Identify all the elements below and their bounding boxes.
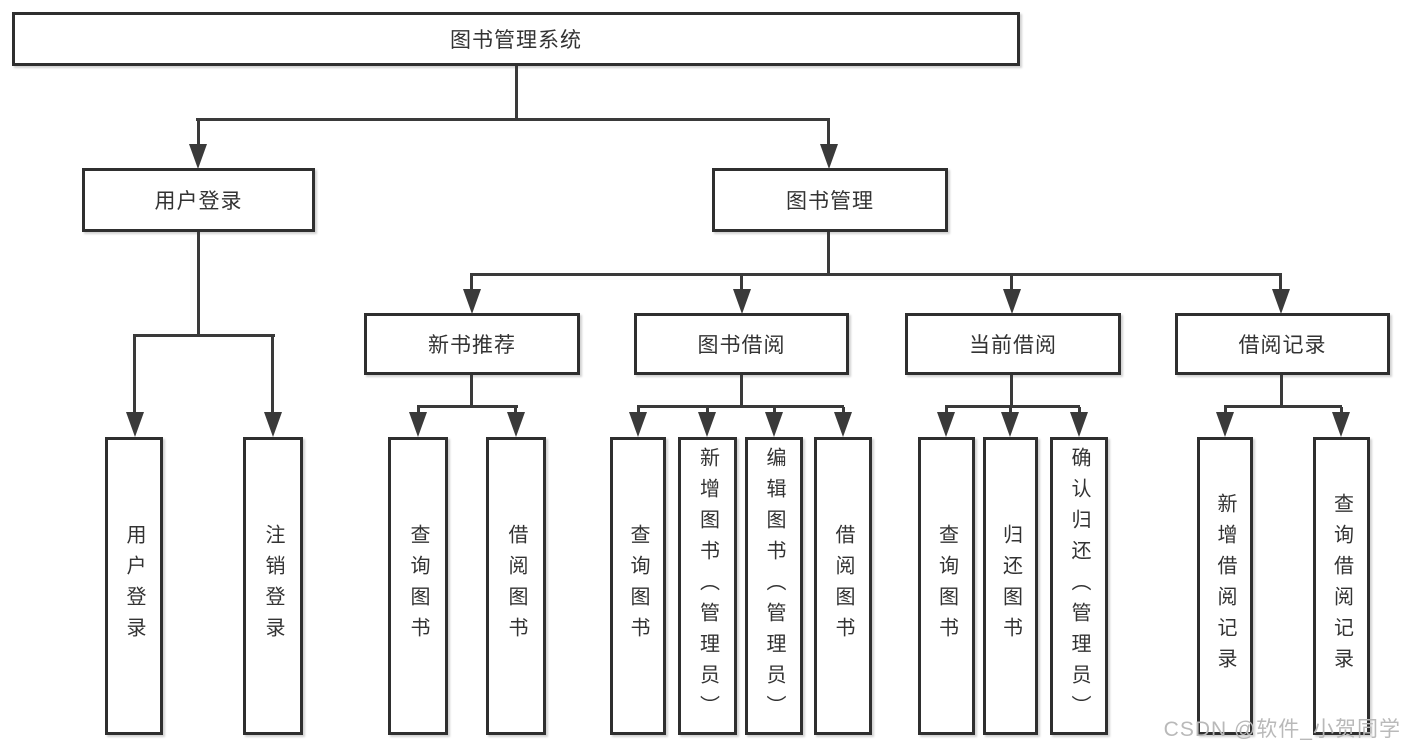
node-query-borrow-record-label: 查询借阅记录 [1330,493,1353,679]
node-new-book-recommend: 新书推荐 [364,313,580,375]
node-logout: 注销登录 [243,437,303,735]
node-confirm-return-admin-label: 确认归还（管理员） [1068,446,1090,726]
node-book-borrow: 图书借阅 [634,313,849,375]
arrowhead-records-c1 [1216,412,1234,437]
node-logout-label: 注销登录 [262,524,284,648]
node-confirm-return-admin: 确认归还（管理员） [1050,437,1108,735]
connector-newrec-c1 [417,407,420,414]
connector-bookborrow-c3 [773,407,776,414]
node-query-book-borrow-label: 查询图书 [627,524,649,648]
connector-userlogin-drop [197,120,200,146]
node-book-management: 图书管理 [712,168,948,232]
node-borrow-records-label: 借阅记录 [1238,334,1327,357]
connector-records-c1 [1224,407,1227,414]
node-user-login-label: 用户登录 [154,190,243,213]
connector-currentborrow-c3 [1078,407,1081,414]
arrowhead-current [1003,289,1021,314]
node-book-management-label: 图书管理 [786,190,874,213]
arrowhead-records [1272,289,1290,314]
connector-userlogin-stem [197,232,200,337]
connector-newrec-drop [470,276,473,292]
arrowhead-login-leaf [126,412,144,437]
connector-borrow-drop [740,276,743,292]
node-add-book-admin: 新增图书（管理员） [678,437,737,735]
node-borrow-book-label: 借阅图书 [832,524,854,648]
arrowhead-currentborrow-c2 [1001,412,1019,437]
node-current-borrow: 当前借阅 [905,313,1121,375]
node-borrow-book-recommend-label: 借阅图书 [505,524,527,648]
connector-currentborrow-c1 [945,407,948,414]
connector-currentborrow-hbar [945,405,1080,408]
node-return-book: 归还图书 [983,437,1038,735]
node-borrow-book-recommend: 借阅图书 [486,437,546,735]
node-add-borrow-record-label: 新增借阅记录 [1214,493,1236,679]
node-add-book-admin-label: 新增图书（管理员） [696,446,719,726]
node-add-borrow-record: 新增借阅记录 [1197,437,1253,735]
connector-bookmgmt-stem [827,232,830,275]
arrowhead-bookmgmt [820,144,838,169]
arrowhead-bookborrow-c4 [834,412,852,437]
node-edit-book-admin: 编辑图书（管理员） [745,437,803,735]
arrowhead-currentborrow-c3 [1070,412,1088,437]
node-query-book-current: 查询图书 [918,437,975,735]
arrowhead-newrec-c2 [507,412,525,437]
connector-userlogin-hbar [133,334,275,337]
node-query-book-recommend: 查询图书 [388,437,448,735]
node-query-book-current-label: 查询图书 [935,524,958,648]
node-login: 用户登录 [105,437,163,735]
node-query-book-recommend-label: 查询图书 [407,524,429,648]
arrowhead-newrec-c1 [409,412,427,437]
node-login-label: 用户登录 [123,524,145,648]
connector-newrec-hbar [417,405,518,408]
arrowhead-currentborrow-c1 [937,412,955,437]
arrowhead-userlogin [189,144,207,169]
node-edit-book-admin-label: 编辑图书（管理员） [763,446,785,726]
node-book-borrow-label: 图书借阅 [697,334,786,357]
arrowhead-records-c2 [1332,412,1350,437]
arrowhead-bookborrow-c1 [629,412,647,437]
node-user-login: 用户登录 [82,168,315,232]
connector-logout-leaf-drop [271,336,274,414]
node-borrow-book: 借阅图书 [814,437,872,735]
node-current-borrow-label: 当前借阅 [969,334,1057,357]
arrowhead-bookborrow-c2 [698,412,716,437]
connector-bookborrow-c4 [842,407,845,414]
arrowhead-borrow [733,289,751,314]
connector-level3-hbar [470,273,1282,276]
connector-bookborrow-stem [740,375,743,407]
node-new-book-recommend-label: 新书推荐 [428,334,516,357]
node-borrow-records: 借阅记录 [1175,313,1390,375]
node-library-system: 图书管理系统 [12,12,1020,66]
node-query-book-borrow: 查询图书 [610,437,666,735]
connector-bookborrow-c1 [637,407,640,414]
connector-records-stem [1280,375,1283,407]
connector-newrec-stem [470,375,473,407]
csdn-watermark: CSDN @软件_小贺同学 [1163,718,1401,741]
arrowhead-newrec [463,289,481,314]
node-return-book-label: 归还图书 [999,524,1022,648]
connector-bookborrow-hbar [637,405,844,408]
connector-currentborrow-c2 [1009,407,1012,414]
connector-login-leaf-drop [133,336,136,414]
arrowhead-bookborrow-c3 [765,412,783,437]
connector-root-hbar [196,118,830,121]
node-query-borrow-record: 查询借阅记录 [1313,437,1370,735]
connector-currentborrow-stem [1010,375,1013,407]
connector-records-drop [1279,276,1282,292]
node-library-system-label: 图书管理系统 [450,29,582,52]
connector-bookmgmt-drop [827,120,830,146]
connector-current-drop [1010,276,1013,292]
connector-records-c2 [1340,407,1343,414]
connector-root-stem [515,66,518,120]
connector-newrec-c2 [514,407,517,414]
connector-records-hbar [1224,405,1342,408]
connector-bookborrow-c2 [706,407,709,414]
arrowhead-logout-leaf [264,412,282,437]
